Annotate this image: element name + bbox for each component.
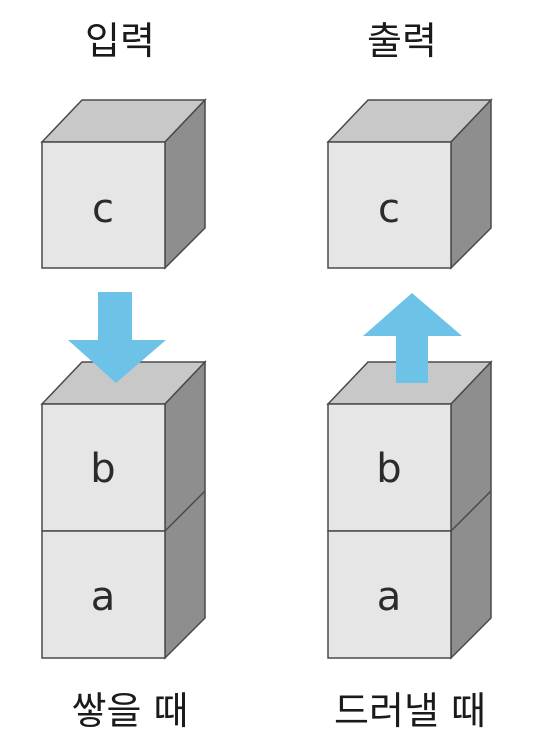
- stack-output: b a: [326, 360, 493, 660]
- pop-caption: 드러낼 때: [334, 689, 486, 733]
- cube-label-c: c: [378, 186, 400, 232]
- cube-label-c: c: [92, 186, 114, 232]
- push-caption: 쌓을 때: [71, 689, 189, 733]
- cube-label-a: a: [91, 574, 116, 620]
- pop-arrow-up: [363, 293, 462, 383]
- stack-input: b a: [40, 360, 207, 660]
- input-title: 입력: [85, 19, 155, 63]
- cube-label-b: b: [90, 446, 115, 492]
- cube-c-output: c: [326, 98, 493, 270]
- cube-c-input: c: [40, 98, 207, 270]
- cube-label-a: a: [377, 574, 402, 620]
- output-panel: c b a: [326, 98, 493, 660]
- input-panel: c b a: [40, 98, 207, 660]
- cube-label-b: b: [376, 446, 401, 492]
- output-title: 출력: [367, 19, 437, 63]
- push-arrow-down: [68, 292, 166, 383]
